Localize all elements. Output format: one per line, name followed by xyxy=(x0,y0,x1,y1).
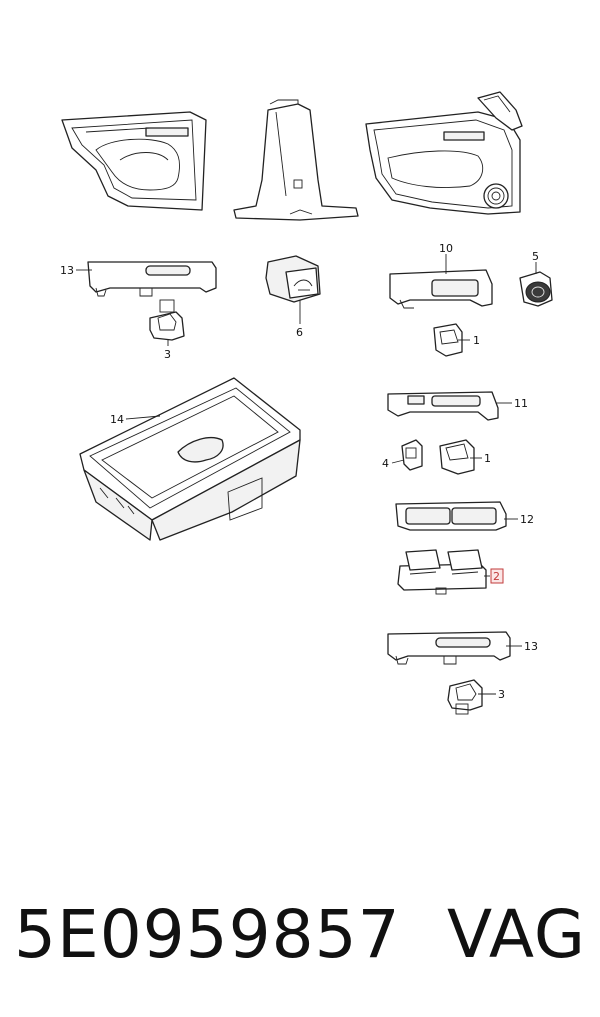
push-button-6 xyxy=(265,255,321,303)
footer: 5E0959857 VAG xyxy=(0,885,600,985)
pillar-trim xyxy=(233,99,359,221)
front-door-panel xyxy=(365,91,523,215)
brand-name: VAG xyxy=(446,896,586,973)
console-14 xyxy=(79,377,301,541)
parts-diagram: 13 3 6 10 5 1 14 11 4 1 12 2 13 3 xyxy=(60,91,553,715)
switch-housing-11 xyxy=(387,391,499,421)
callout-3-top: 3 xyxy=(164,348,171,361)
callout-4: 4 xyxy=(382,457,389,470)
switch-housing-10 xyxy=(389,269,493,309)
switch-1-b xyxy=(439,439,475,475)
callout-1-a: 1 xyxy=(473,334,480,347)
rear-door-panel xyxy=(61,111,207,211)
callout-14: 14 xyxy=(110,413,124,426)
callout-2: 2 xyxy=(493,570,500,583)
switch-4 xyxy=(401,439,423,471)
callout-13-bottom: 13 xyxy=(524,640,538,653)
callout-10: 10 xyxy=(439,242,453,255)
callout-1-b: 1 xyxy=(484,452,491,465)
switch-housing-12 xyxy=(395,501,507,531)
switch-3-bottom xyxy=(447,679,483,715)
switch-1-a xyxy=(433,323,463,357)
part-number: 5E0959857 xyxy=(14,896,401,973)
callout-labels: 13 3 6 10 5 1 14 11 4 1 12 2 13 3 xyxy=(60,242,539,701)
switch-block-2 xyxy=(397,549,487,595)
switch-housing-13-bottom xyxy=(387,631,511,665)
parts-diagram-svg: 13 3 6 10 5 1 14 11 4 1 12 2 13 3 xyxy=(60,91,553,715)
mirror-knob-5 xyxy=(519,271,553,307)
leader-lines xyxy=(76,254,537,695)
callout-11: 11 xyxy=(514,397,528,410)
callout-6: 6 xyxy=(296,326,303,339)
callout-12: 12 xyxy=(520,513,534,526)
switch-3-top xyxy=(149,299,185,341)
callout-2-highlight-box xyxy=(490,568,504,584)
switch-housing-13-top xyxy=(87,261,217,297)
callout-5: 5 xyxy=(532,250,539,263)
callout-13-top: 13 xyxy=(60,264,74,277)
callout-3-bottom: 3 xyxy=(498,688,505,701)
